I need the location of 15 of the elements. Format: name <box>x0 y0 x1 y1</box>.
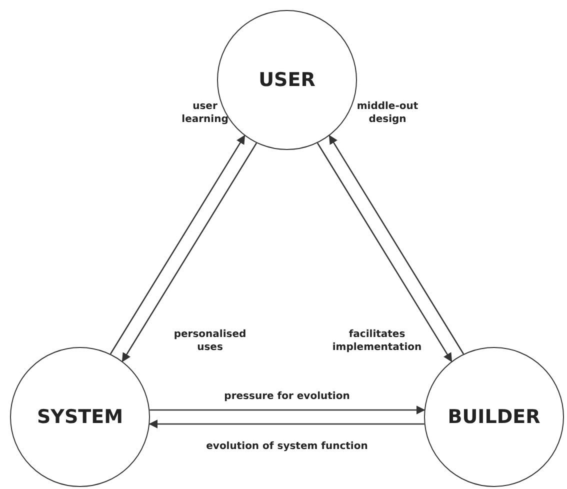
node-label: BUILDER <box>448 404 540 430</box>
arrow <box>148 420 424 428</box>
node-label: USER <box>258 68 316 93</box>
arrow <box>122 142 258 362</box>
edge-label: pressure for evolution <box>223 390 351 403</box>
edge-label: personalised uses <box>172 328 248 354</box>
arrow <box>316 142 452 362</box>
arrow <box>110 134 246 354</box>
arrow <box>150 406 426 414</box>
edge-label: evolution of system function <box>205 440 369 453</box>
edge-label: facilitates implementation <box>331 328 423 354</box>
node-label: SYSTEM <box>37 404 123 430</box>
edge-label: middle-out design <box>356 100 420 126</box>
arrow <box>328 134 464 354</box>
edge-label: user learning <box>180 100 230 126</box>
